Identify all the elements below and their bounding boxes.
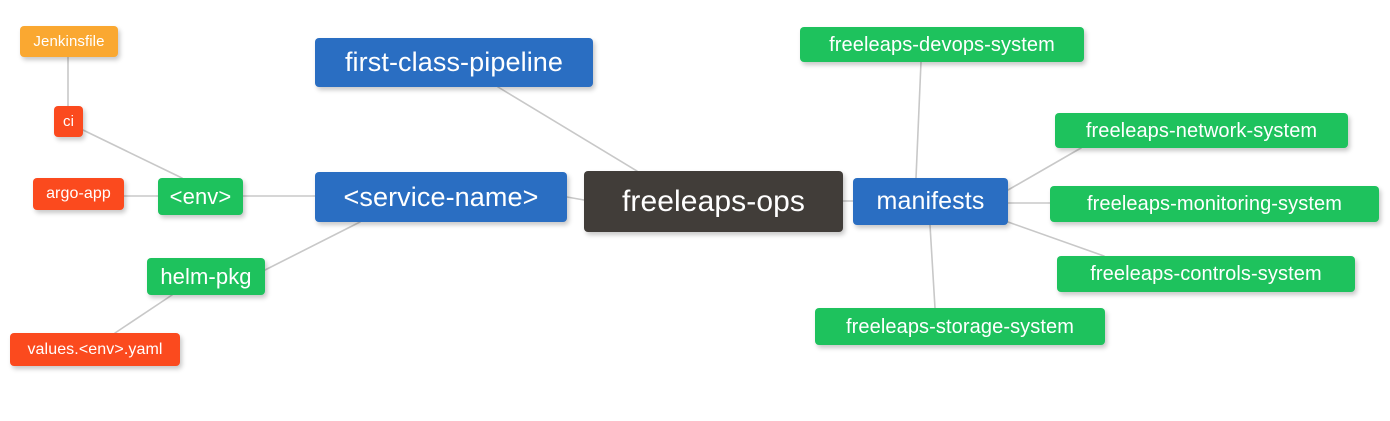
node-label: freeleaps-storage-system: [845, 315, 1075, 338]
node-first-class-pipeline[interactable]: first-class-pipeline: [315, 38, 593, 87]
edge-freeleaps-ops-to-first-class-pipeline: [497, 86, 638, 172]
node-freeleaps-storage-system[interactable]: freeleaps-storage-system: [815, 308, 1105, 345]
node-label: freeleaps-ops: [621, 184, 806, 218]
node-manifests[interactable]: manifests: [853, 178, 1008, 225]
node-label: freeleaps-monitoring-system: [1086, 193, 1342, 215]
node-label: values.<env>.yaml: [27, 340, 163, 358]
node-label: first-class-pipeline: [344, 47, 564, 77]
node-label: freeleaps-controls-system: [1090, 263, 1322, 285]
node-freeleaps-network-system[interactable]: freeleaps-network-system: [1055, 113, 1348, 148]
node-label: ci: [62, 113, 75, 130]
node-freeleaps-monitoring-system[interactable]: freeleaps-monitoring-system: [1050, 186, 1379, 222]
node-label: freeleaps-network-system: [1085, 119, 1318, 142]
node-label: manifests: [876, 187, 985, 215]
node-label: Jenkinsfile: [33, 33, 105, 50]
node-freeleaps-devops-system[interactable]: freeleaps-devops-system: [800, 27, 1084, 62]
edge-manifests-to-freeleaps-controls-system: [1007, 221, 1105, 257]
node-argo-app[interactable]: argo-app: [33, 178, 124, 210]
node-jenkinsfile[interactable]: Jenkinsfile: [20, 26, 118, 57]
node-values-env-yaml[interactable]: values.<env>.yaml: [10, 333, 180, 366]
edge-manifests-to-freeleaps-network-system: [1007, 147, 1082, 191]
edge-service-name-to-helm-pkg: [264, 221, 361, 271]
edge-freeleaps-ops-to-service-name: [566, 196, 585, 201]
node-helm-pkg[interactable]: helm-pkg: [147, 258, 265, 295]
node-label: <env>: [169, 183, 232, 209]
node-label: helm-pkg: [160, 263, 252, 289]
node-ci[interactable]: ci: [54, 106, 83, 137]
edge-helm-pkg-to-values-env-yaml: [114, 294, 173, 334]
edge-env-to-ci: [82, 129, 183, 179]
node-env[interactable]: <env>: [158, 178, 243, 215]
edge-manifests-to-freeleaps-storage-system: [929, 224, 936, 309]
node-label: freeleaps-devops-system: [829, 33, 1055, 56]
node-freeleaps-ops[interactable]: freeleaps-ops: [584, 171, 843, 232]
node-freeleaps-controls-system[interactable]: freeleaps-controls-system: [1057, 256, 1355, 292]
node-service-name[interactable]: <service-name>: [315, 172, 567, 222]
node-label: argo-app: [46, 185, 111, 202]
edge-manifests-to-freeleaps-devops-system: [915, 61, 922, 179]
node-label: <service-name>: [343, 181, 539, 212]
